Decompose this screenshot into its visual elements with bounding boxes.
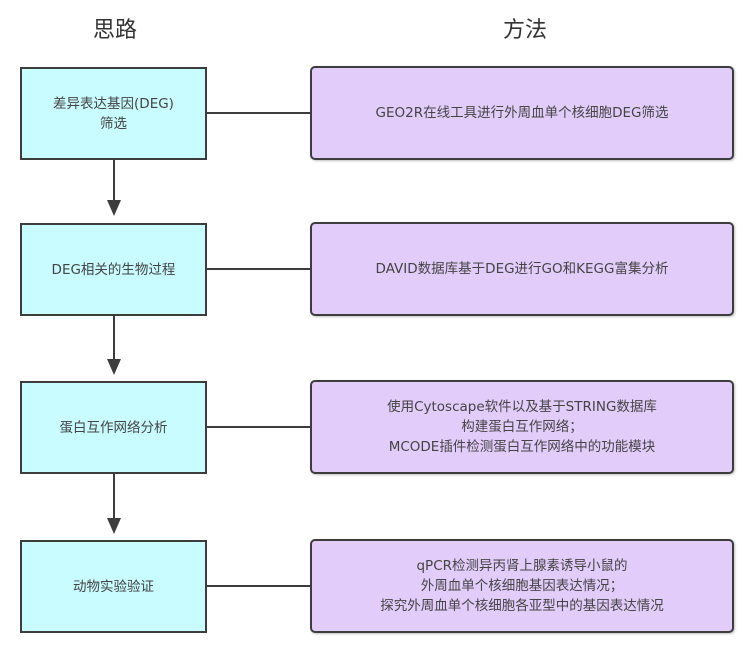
connector-line [207, 268, 310, 270]
arrow-down-icon [107, 518, 121, 534]
connector-line [207, 112, 310, 114]
flow-arrow-line [113, 474, 115, 520]
connector-line [207, 426, 310, 428]
step-box-deg-screening: 差异表达基因(DEG) 筛选 [20, 67, 207, 160]
method-box-geo2r: GEO2R在线工具进行外周血单个核细胞DEG筛选 [310, 66, 734, 160]
step-box-biological-process: DEG相关的生物过程 [20, 223, 207, 316]
step-box-animal-experiment: 动物实验验证 [20, 540, 207, 633]
flow-arrow-line [113, 316, 115, 361]
arrow-down-icon [107, 200, 121, 216]
method-box-qpcr: qPCR检测异丙肾上腺素诱导小鼠的 外周血单个核细胞基因表达情况； 探究外周血单… [310, 539, 734, 633]
connector-line [207, 585, 310, 587]
approach-header: 思路 [92, 18, 137, 43]
arrow-down-icon [107, 359, 121, 375]
step-box-ppi-network: 蛋白互作网络分析 [20, 381, 207, 474]
method-box-cytoscape: 使用Cytoscape软件以及基于STRING数据库 构建蛋白互作网络； MCO… [310, 380, 734, 474]
method-header: 方法 [502, 18, 547, 43]
method-box-david: DAVID数据库基于DEG进行GO和KEGG富集分析 [310, 222, 734, 316]
flow-arrow-line [113, 160, 115, 202]
